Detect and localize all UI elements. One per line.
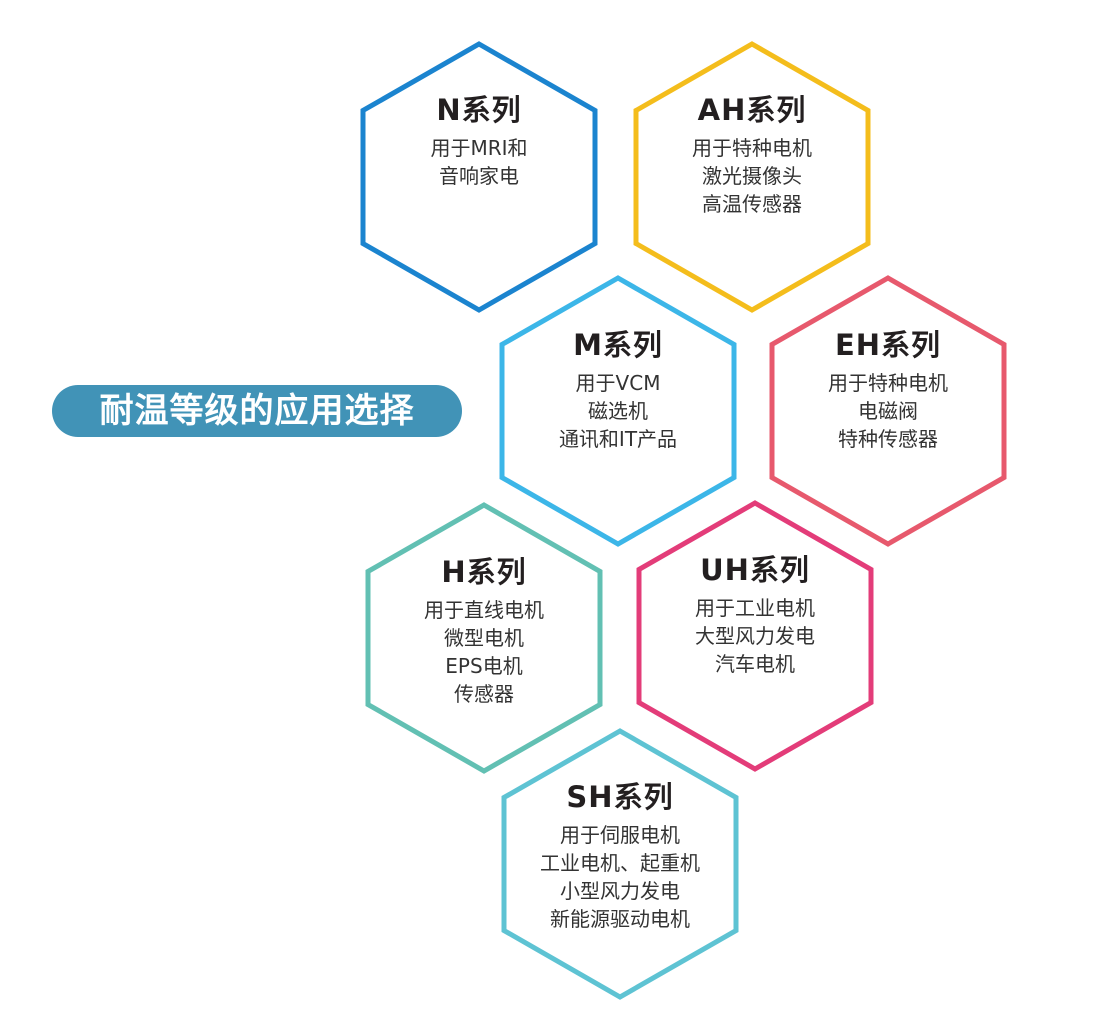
application-line: 电磁阀 xyxy=(858,399,918,423)
application-line: 通讯和IT产品 xyxy=(558,427,678,451)
hexagon-content-sh: SH系列用于伺服电机工业电机、起重机小型风力发电新能源驱动电机 xyxy=(510,779,730,933)
hexagon-content-h: H系列用于直线电机微型电机 EPS电机传感器 xyxy=(374,554,594,708)
application-line: 大型风力发电 xyxy=(695,624,815,648)
application-line: 传感器 xyxy=(454,682,514,706)
hexagon-content-m: M系列用于VCM 磁选机通讯和IT产品 xyxy=(508,327,728,453)
series-title: UH系列 xyxy=(700,553,810,587)
application-line: 高温传感器 xyxy=(702,192,802,216)
application-line: EPS电机 xyxy=(445,654,523,678)
hexagon-content-uh: UH系列用于工业电机大型风力发电汽车电机 xyxy=(645,552,865,678)
hexagon-m xyxy=(499,275,737,547)
series-title: SH系列 xyxy=(566,780,674,814)
application-line: 用于工业电机 xyxy=(695,596,815,620)
application-line: 用于伺服电机 xyxy=(560,823,680,847)
series-title: N系列 xyxy=(436,93,522,127)
hexagon-content-n: N系列用于MRI和音响家电 xyxy=(369,92,589,190)
series-title: H系列 xyxy=(441,555,527,589)
application-line: 微型电机 xyxy=(444,626,524,650)
hexagon-sh xyxy=(501,728,739,1000)
application-line: 汽车电机 xyxy=(715,652,795,676)
application-line: 用于特种电机 xyxy=(828,371,948,395)
hexagon-ah xyxy=(633,41,871,313)
series-title: EH系列 xyxy=(834,328,942,362)
series-title: AH系列 xyxy=(697,93,807,127)
application-line: 用于MRI和 xyxy=(430,136,528,160)
application-line: 小型风力发电 xyxy=(560,879,680,903)
hexagon-eh xyxy=(769,275,1007,547)
application-line: 特种传感器 xyxy=(838,427,938,451)
application-line: 激光摄像头 xyxy=(702,164,802,188)
hexagon-content-ah: AH系列用于特种电机激光摄像头高温传感器 xyxy=(642,92,862,218)
application-line: 用于VCM xyxy=(575,371,661,395)
application-line: 音响家电 xyxy=(439,164,519,188)
hexagon-uh xyxy=(636,500,874,772)
heading-pill: 耐温等级的应用选择 xyxy=(52,385,462,437)
application-line: 工业电机、起重机 xyxy=(540,851,700,875)
hexagon-n xyxy=(360,41,598,313)
application-line: 用于特种电机 xyxy=(692,136,812,160)
application-line: 新能源驱动电机 xyxy=(550,907,690,931)
hexagon-h xyxy=(365,502,603,774)
application-line: 用于直线电机 xyxy=(424,598,544,622)
application-line: 磁选机 xyxy=(588,399,648,423)
hexagon-content-eh: EH系列用于特种电机电磁阀特种传感器 xyxy=(778,327,998,453)
series-title: M系列 xyxy=(573,328,663,362)
